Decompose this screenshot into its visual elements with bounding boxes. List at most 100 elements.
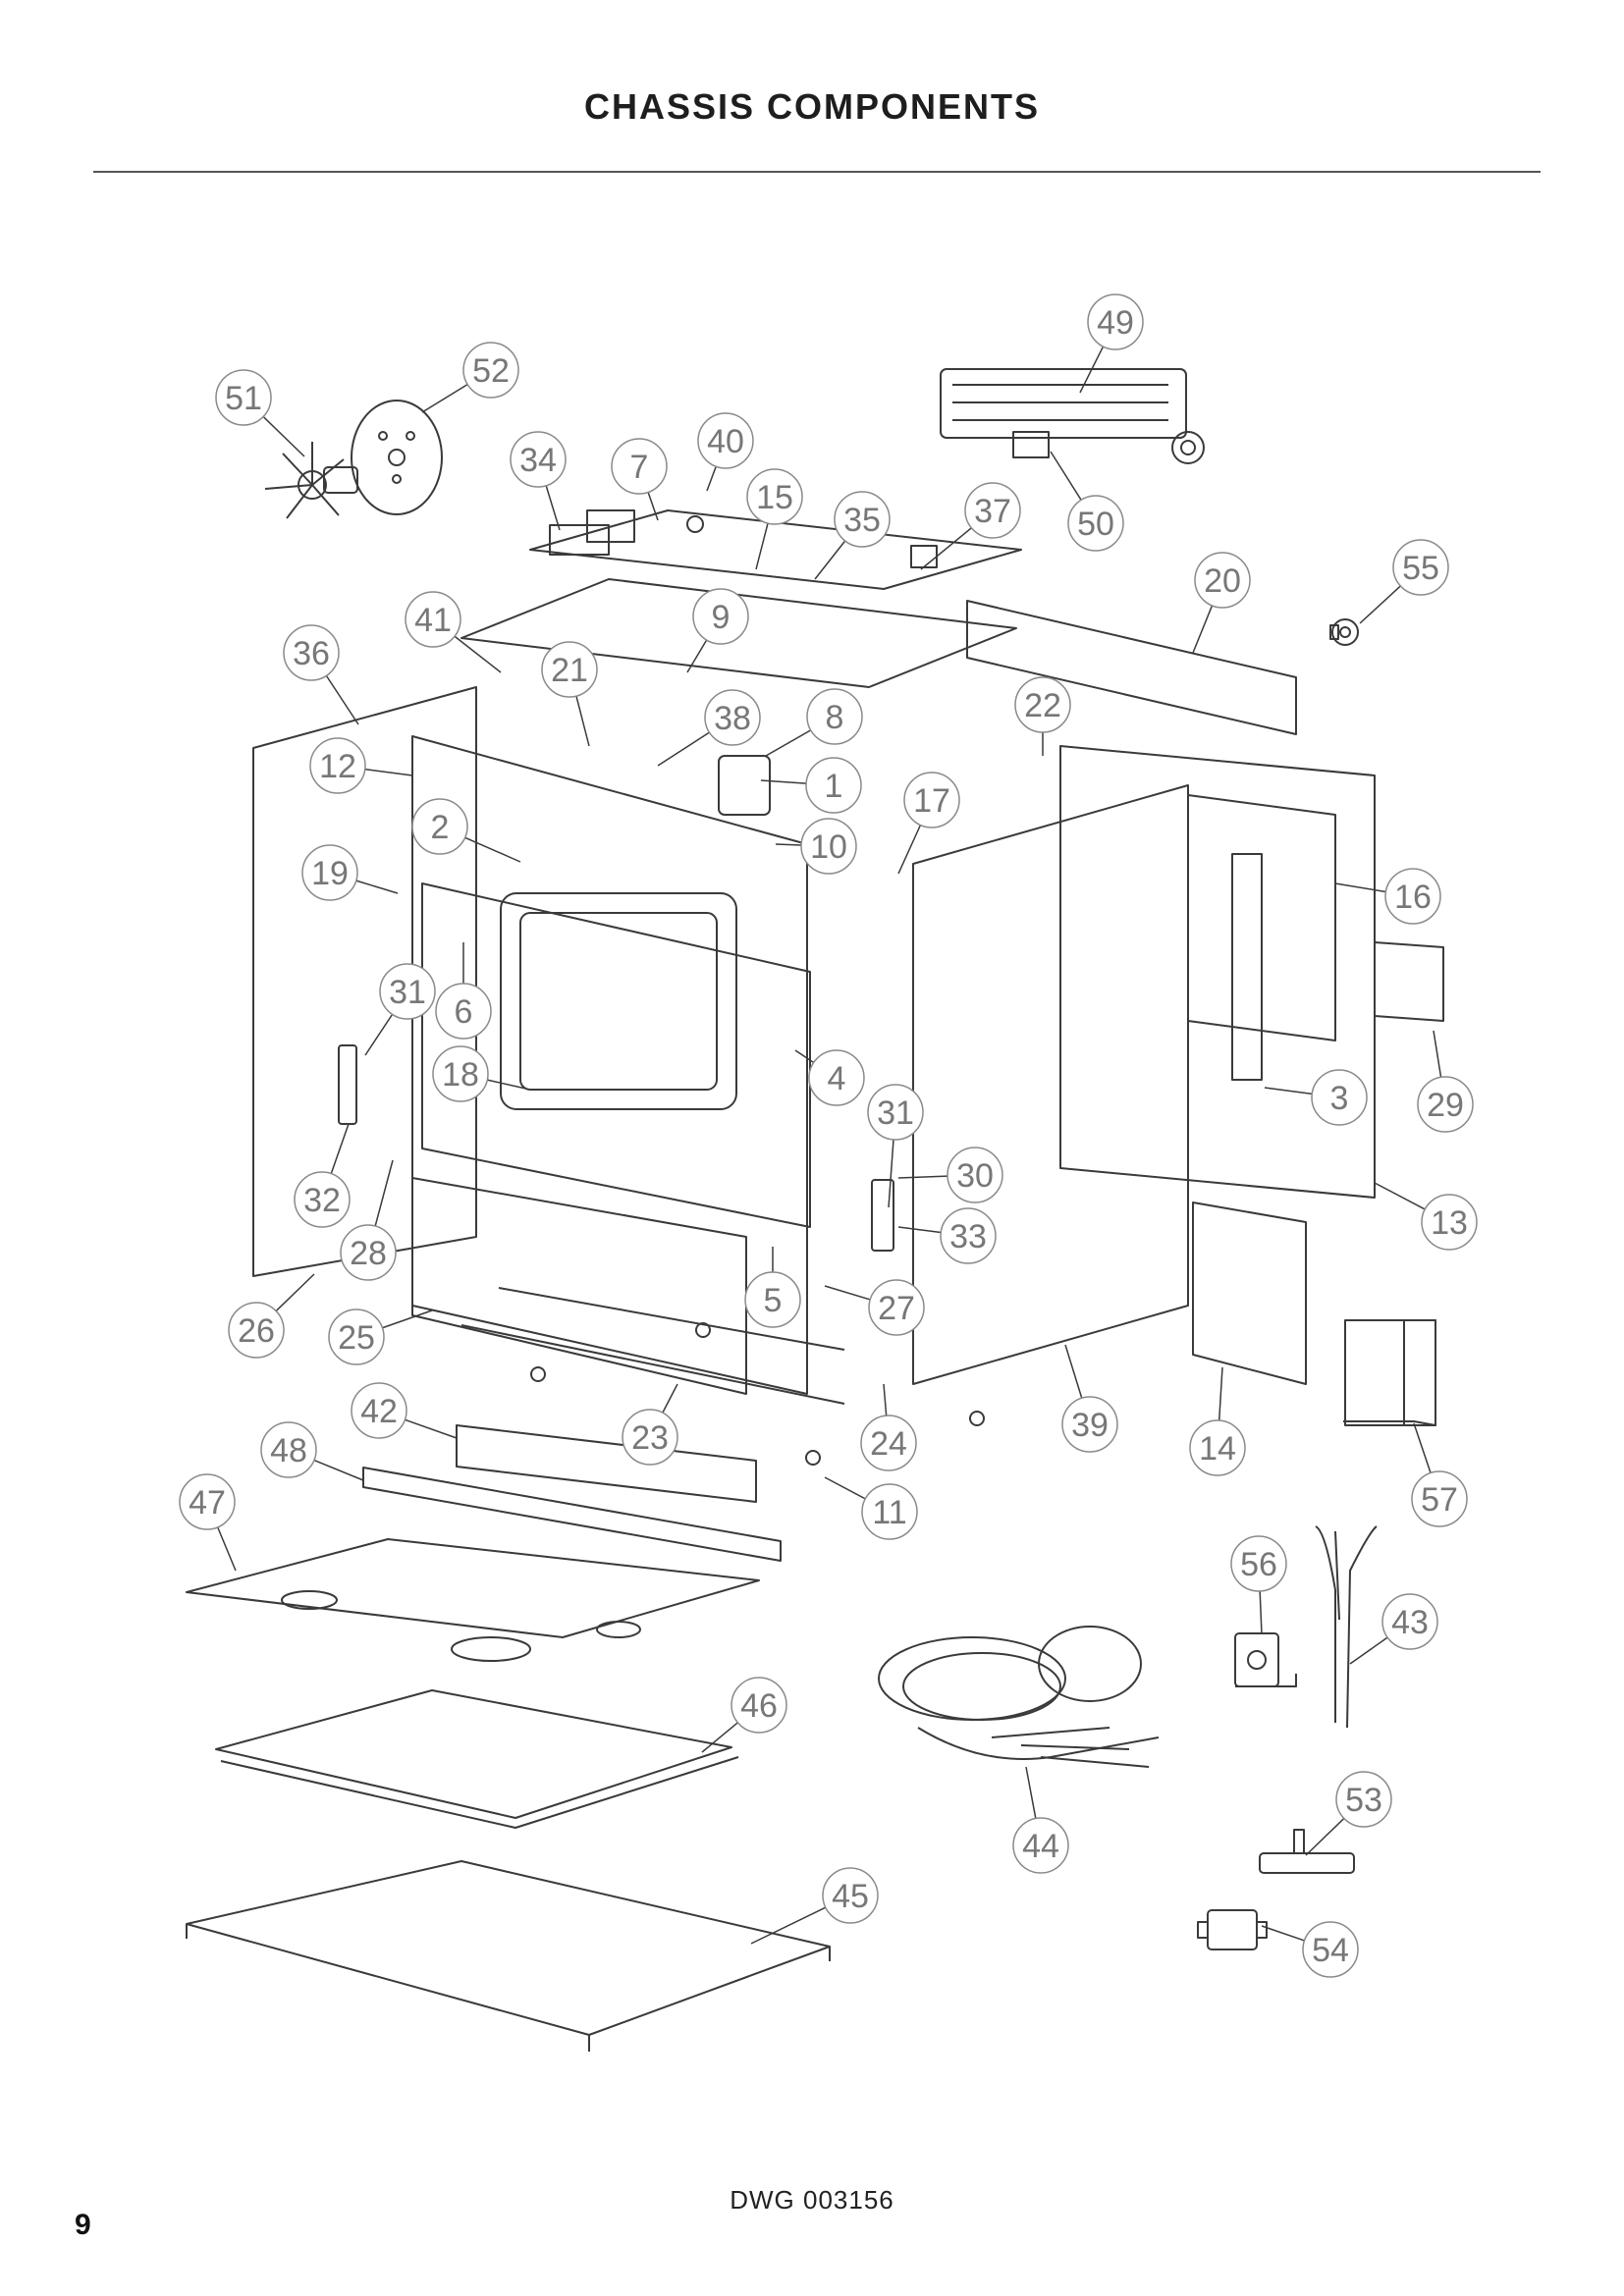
callout-number: 32: [303, 1182, 341, 1219]
callout-circle: [940, 1207, 997, 1264]
callout-circle: [1421, 1194, 1478, 1251]
leader-line-32: [330, 1123, 350, 1174]
callout-circle: [868, 1279, 925, 1336]
callout-number: 47: [189, 1484, 226, 1522]
callout-number: 38: [714, 700, 751, 737]
oven-cavity: [421, 882, 811, 1228]
callout-number: 9: [712, 599, 731, 636]
filter-component: [1197, 1909, 1268, 1950]
kick-rail-48: [362, 1467, 782, 1562]
leader-line-51: [262, 415, 305, 457]
leader-line-50: [1050, 451, 1082, 501]
callout-11: 11: [861, 1483, 918, 1540]
leader-line-16: [1334, 882, 1386, 893]
callout-4: 4: [808, 1049, 865, 1106]
callout-circle: [1335, 1771, 1392, 1828]
callout-number: 27: [878, 1290, 915, 1327]
callout-circle: [351, 1382, 407, 1439]
callout-circle: [340, 1224, 397, 1281]
leader-line-37: [920, 527, 972, 570]
side-panel-left: [252, 686, 477, 1277]
callout-33: 33: [940, 1207, 997, 1264]
leader-line-38: [657, 731, 710, 767]
callout-circle: [1189, 1419, 1246, 1476]
leader-line-25: [382, 1309, 433, 1329]
callout-number: 44: [1022, 1828, 1059, 1865]
callout-55: 55: [1392, 539, 1449, 596]
callout-circle: [860, 1415, 917, 1471]
callout-number: 31: [389, 974, 426, 1011]
side-panel-lower: [1192, 1201, 1307, 1385]
callout-circle: [822, 1867, 879, 1924]
terminal-block: [1259, 1829, 1355, 1874]
drawing-number: DWG 003156: [730, 2185, 894, 2215]
callout-48: 48: [260, 1421, 317, 1478]
leader-line-30: [897, 1175, 948, 1179]
fan-plate: [351, 400, 443, 515]
callout-circle: [405, 591, 461, 648]
callout-number: 6: [455, 993, 473, 1031]
power-cord: [1315, 1525, 1378, 1729]
callout-number: 19: [311, 855, 349, 892]
callout-circle: [1061, 1396, 1118, 1453]
callout-31: 31: [379, 963, 436, 1020]
leader-line-24: [883, 1383, 888, 1416]
callout-51: 51: [215, 369, 272, 426]
callout-circle: [1302, 1921, 1359, 1978]
callout-number: 3: [1330, 1080, 1349, 1117]
leader-line-53: [1305, 1817, 1345, 1856]
callout-number: 14: [1199, 1430, 1236, 1468]
callout-circle: [1012, 1817, 1069, 1874]
callout-5: 5: [744, 1271, 801, 1328]
back-panel: [1059, 745, 1376, 1199]
callout-36: 36: [283, 624, 340, 681]
callout-7: 7: [611, 438, 668, 495]
callout-29: 29: [1417, 1076, 1474, 1133]
leader-line-12: [364, 768, 413, 776]
callout-number: 30: [956, 1157, 994, 1195]
front-trim-42: [456, 1424, 757, 1503]
callout-circle: [1381, 1593, 1438, 1650]
callout-number: 10: [810, 828, 847, 866]
callout-49: 49: [1087, 294, 1144, 350]
callout-number: 11: [872, 1494, 906, 1531]
callout-circle: [432, 1045, 489, 1102]
bottom-plate-45: [186, 1860, 831, 2036]
leader-line-21: [575, 695, 590, 747]
leader-line-31: [364, 1013, 394, 1056]
callout-41: 41: [405, 591, 461, 648]
leader-line-23: [662, 1383, 678, 1414]
leader-line-18: [487, 1079, 531, 1091]
leader-line-52: [421, 384, 468, 413]
callout-30: 30: [947, 1147, 1003, 1203]
leader-line-45: [750, 1906, 827, 1945]
callout-number: 36: [293, 635, 330, 672]
leader-line-36: [325, 674, 359, 725]
callout-12: 12: [309, 737, 366, 794]
callout-circle: [283, 624, 340, 681]
leader-line-54: [1261, 1925, 1305, 1942]
callout-circle: [1417, 1076, 1474, 1133]
callout-53: 53: [1335, 1771, 1392, 1828]
callout-10: 10: [800, 818, 857, 875]
callout-number: 28: [350, 1235, 387, 1272]
leader-line-49: [1079, 346, 1105, 394]
leader-line-44: [1025, 1766, 1037, 1819]
callout-22: 22: [1014, 676, 1071, 733]
page-title: CHASSIS COMPONENTS: [583, 86, 1041, 127]
callout-number: 43: [1391, 1604, 1429, 1641]
callout-circle: [1194, 552, 1251, 609]
leader-line-11: [824, 1476, 866, 1500]
leader-line-55: [1359, 585, 1401, 624]
callout-circle: [379, 963, 436, 1020]
leader-line-29: [1433, 1030, 1442, 1078]
leader-line-1: [760, 779, 807, 784]
callout-number: 29: [1427, 1087, 1464, 1124]
leader-line-42: [405, 1418, 458, 1439]
callout-circle: [462, 342, 519, 399]
leader-line-3: [1264, 1087, 1313, 1095]
leader-line-4: [794, 1049, 815, 1064]
callout-2: 2: [411, 798, 468, 855]
leader-line-7: [647, 492, 659, 521]
